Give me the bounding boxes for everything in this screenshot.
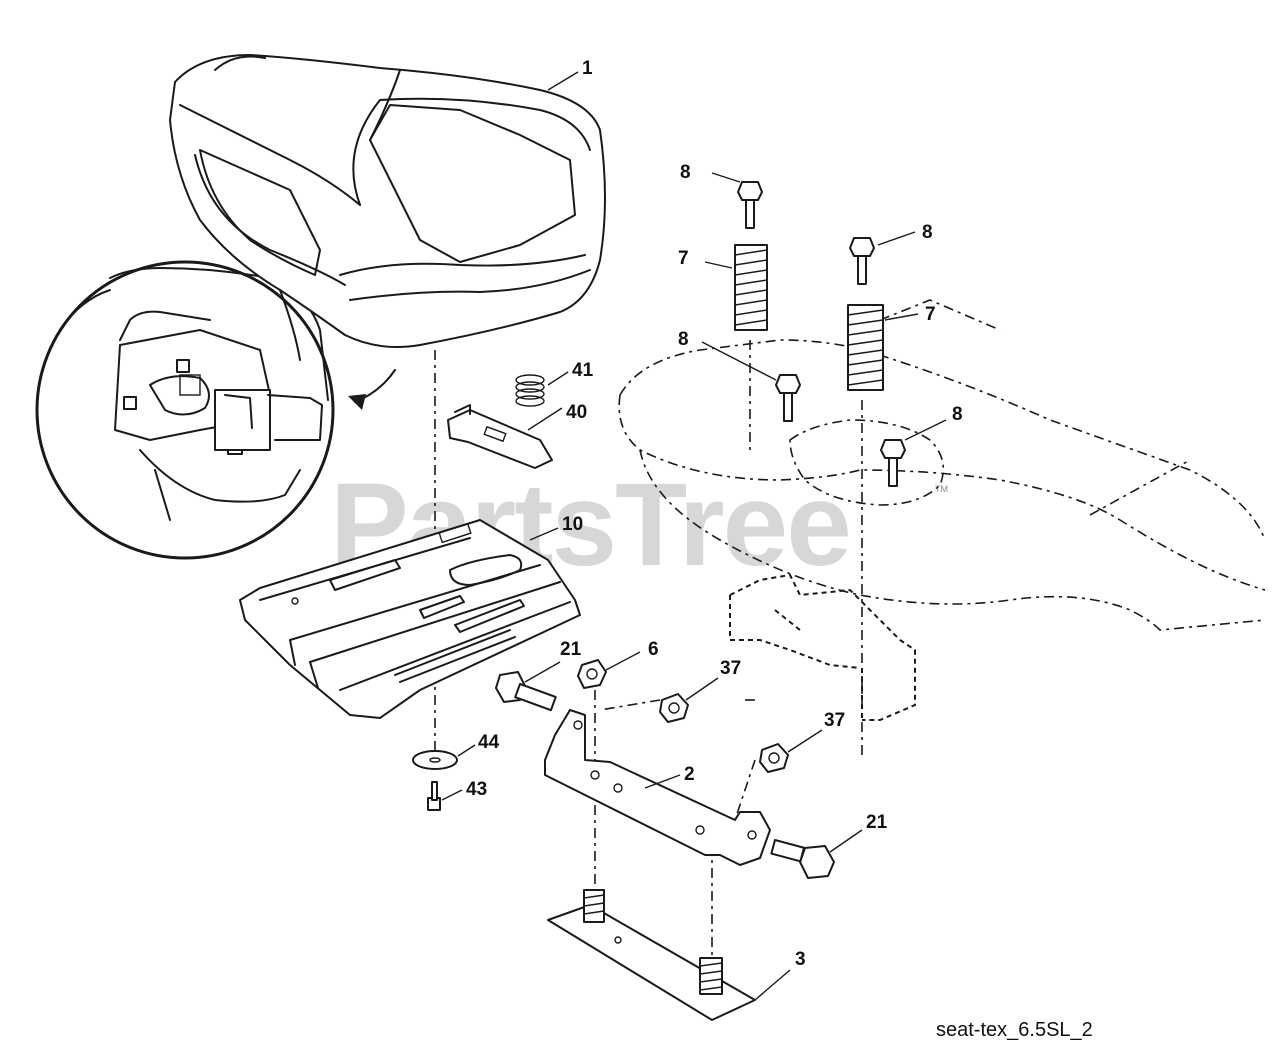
nut-6 (577, 651, 641, 689)
bolt-21 (495, 661, 863, 879)
callout-7b: 7 (925, 304, 936, 325)
nut (577, 651, 823, 773)
bolt-21a (495, 661, 561, 712)
small-spring (515, 371, 569, 407)
watermark-trademark: TM (935, 484, 948, 494)
bolt-8c (701, 341, 801, 422)
clip (447, 404, 563, 469)
bolt-21b (770, 829, 863, 879)
nut-37a (659, 677, 719, 723)
nut-37b (759, 729, 823, 773)
spring-plate (547, 889, 791, 1021)
callout-21b: 21 (866, 812, 888, 833)
callout-3: 3 (795, 949, 806, 970)
seat (169, 54, 606, 348)
callout-37b: 37 (824, 710, 845, 731)
diagram-caption: seat-tex_6.5SL_2 (936, 1019, 1093, 1041)
spring-left (704, 244, 768, 331)
callout-2: 2 (684, 764, 695, 785)
seat-pan (239, 519, 581, 719)
callout-37a: 37 (720, 658, 741, 679)
bracket (544, 709, 771, 866)
spring (704, 244, 919, 391)
callout-10: 10 (562, 514, 583, 535)
spring-right (847, 304, 919, 391)
callout-7a: 7 (678, 248, 689, 269)
callout-8a: 8 (680, 162, 691, 183)
callout-8c: 8 (678, 329, 689, 350)
callout-6: 6 (648, 639, 659, 660)
bolt-8d (880, 419, 947, 487)
callout-8d: 8 (952, 404, 963, 425)
callout-21a: 21 (560, 639, 582, 660)
bolt-8a (711, 172, 763, 229)
callouts: 1 2 3 6 7 7 8 8 8 8 10 21 21 37 37 40 41… (466, 58, 963, 970)
bolt-43 (427, 781, 463, 811)
callout-40: 40 (566, 402, 587, 423)
callout-43: 43 (466, 779, 487, 800)
bolt (701, 172, 947, 487)
frame (618, 299, 1266, 721)
washer (412, 744, 476, 770)
callout-1: 1 (582, 58, 593, 79)
bolt-8b (849, 231, 916, 285)
callout-8b: 8 (922, 222, 933, 243)
callout-41: 41 (572, 360, 594, 381)
callout-44: 44 (478, 732, 500, 753)
